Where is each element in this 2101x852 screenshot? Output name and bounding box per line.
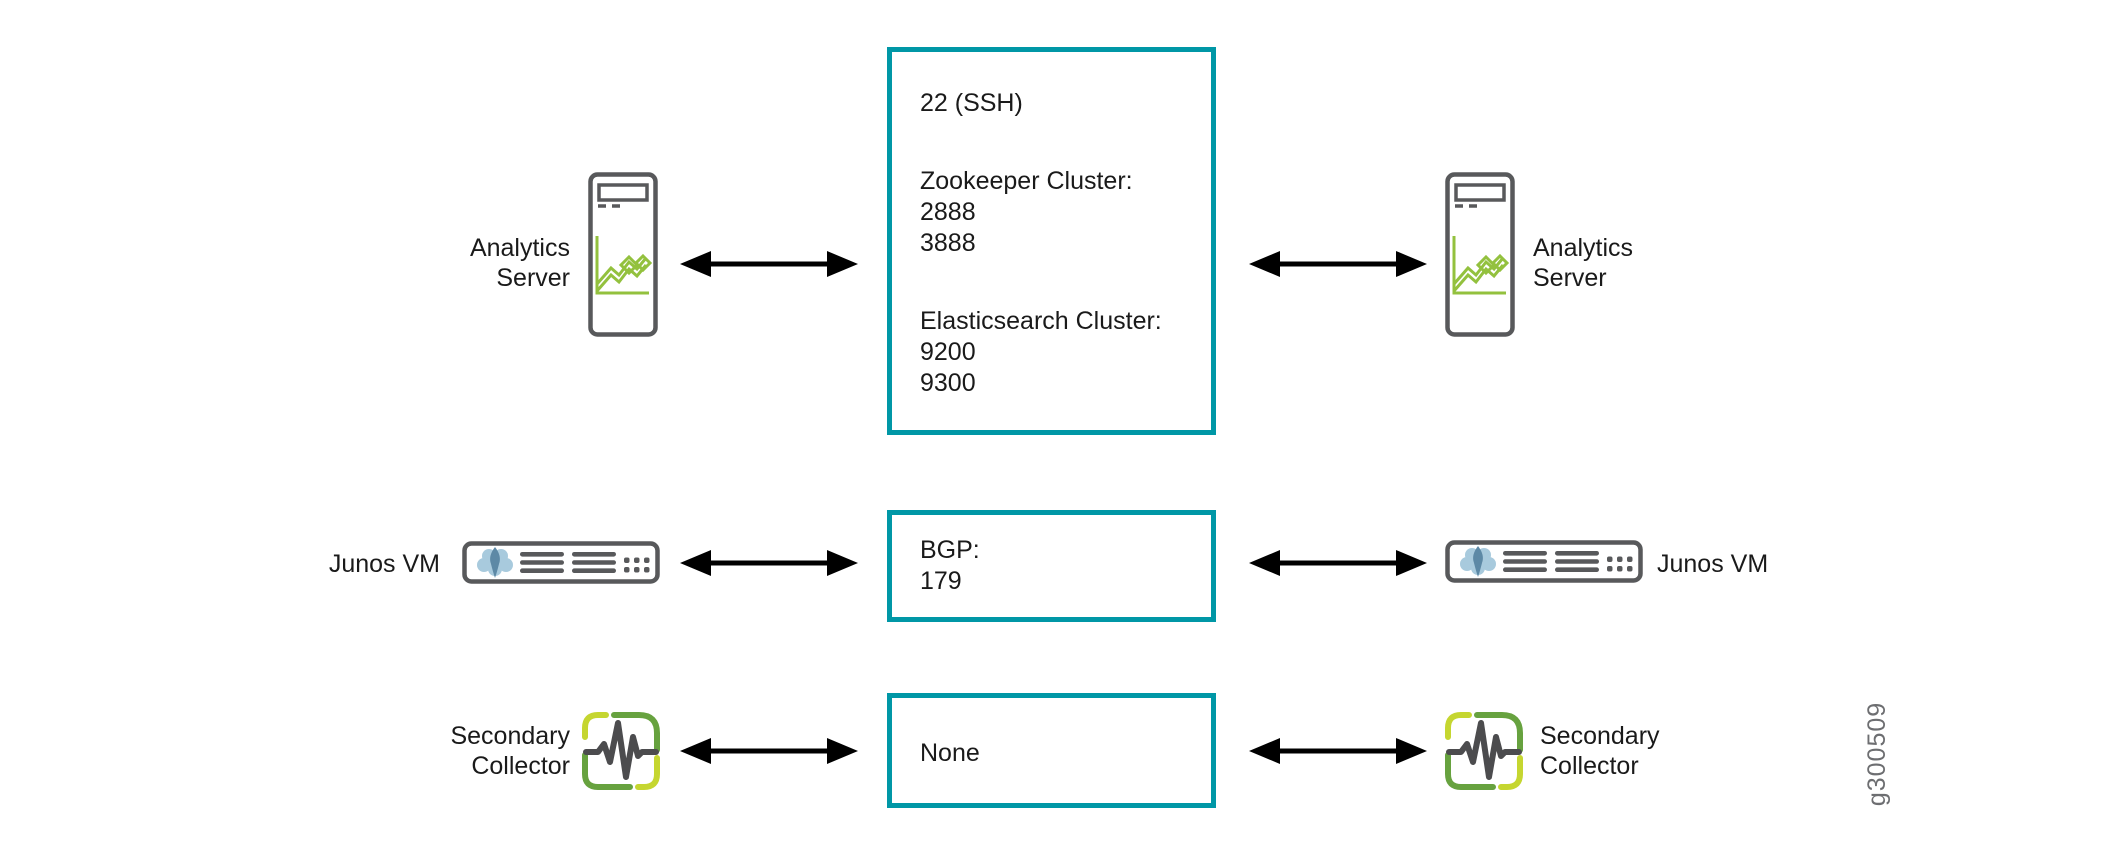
double-arrow-collector-right bbox=[1249, 736, 1427, 766]
collector-label-line1: Secondary bbox=[450, 722, 570, 750]
analytics-server-label-right: Analytics Server bbox=[1533, 233, 1633, 293]
port-line-elasticsearch-title: Elasticsearch Cluster: bbox=[920, 307, 1162, 335]
port-line-2888: 2888 bbox=[920, 198, 976, 226]
collector-label-line1: Secondary bbox=[1540, 722, 1660, 750]
double-arrow-collector-left bbox=[680, 736, 858, 766]
junos-vm-label-right: Junos VM bbox=[1657, 549, 1768, 579]
figure-id-watermark: g300509 bbox=[1863, 701, 1891, 807]
port-line-bgp-title: BGP: bbox=[920, 536, 980, 564]
secondary-collector-icon bbox=[580, 710, 662, 792]
port-line-3888: 3888 bbox=[920, 229, 976, 257]
junos-vm-icon bbox=[462, 541, 660, 584]
analytics-server-icon bbox=[1445, 172, 1515, 337]
junos-label-line: Junos VM bbox=[1657, 550, 1769, 578]
secondary-collector-label-left: Secondary Collector bbox=[330, 721, 570, 781]
analytics-server-label-left: Analytics Server bbox=[330, 233, 570, 293]
collector-label-line2: Collector bbox=[471, 752, 570, 780]
junos-ports-box: BGP: 179 bbox=[887, 510, 1216, 622]
secondary-collector-label-right: Secondary Collector bbox=[1540, 721, 1660, 781]
analytics-server-icon bbox=[588, 172, 658, 337]
port-line-none: None bbox=[920, 739, 980, 767]
analytics-label-line2: Server bbox=[1533, 264, 1607, 292]
double-arrow-junos-right bbox=[1249, 548, 1427, 578]
double-arrow-analytics-right bbox=[1249, 249, 1427, 279]
junos-label-line: Junos VM bbox=[328, 550, 440, 578]
junos-vm-icon bbox=[1445, 540, 1643, 583]
junos-vm-label-left: Junos VM bbox=[200, 549, 440, 579]
secondary-collector-icon bbox=[1443, 710, 1525, 792]
port-line-ssh: 22 (SSH) bbox=[920, 89, 1023, 117]
collector-label-line2: Collector bbox=[1540, 752, 1639, 780]
port-line-9300: 9300 bbox=[920, 369, 976, 397]
analytics-label-line2: Server bbox=[496, 264, 570, 292]
collector-ports-box: None bbox=[887, 693, 1216, 808]
analytics-ports-box: 22 (SSH) Zookeeper Cluster: 2888 3888 El… bbox=[887, 47, 1216, 435]
analytics-label-line1: Analytics bbox=[469, 234, 570, 262]
double-arrow-junos-left bbox=[680, 548, 858, 578]
analytics-label-line1: Analytics bbox=[1533, 234, 1634, 262]
port-line-179: 179 bbox=[920, 567, 962, 595]
port-line-9200: 9200 bbox=[920, 338, 976, 366]
port-line-zookeeper-title: Zookeeper Cluster: bbox=[920, 167, 1133, 195]
double-arrow-analytics-left bbox=[680, 249, 858, 279]
